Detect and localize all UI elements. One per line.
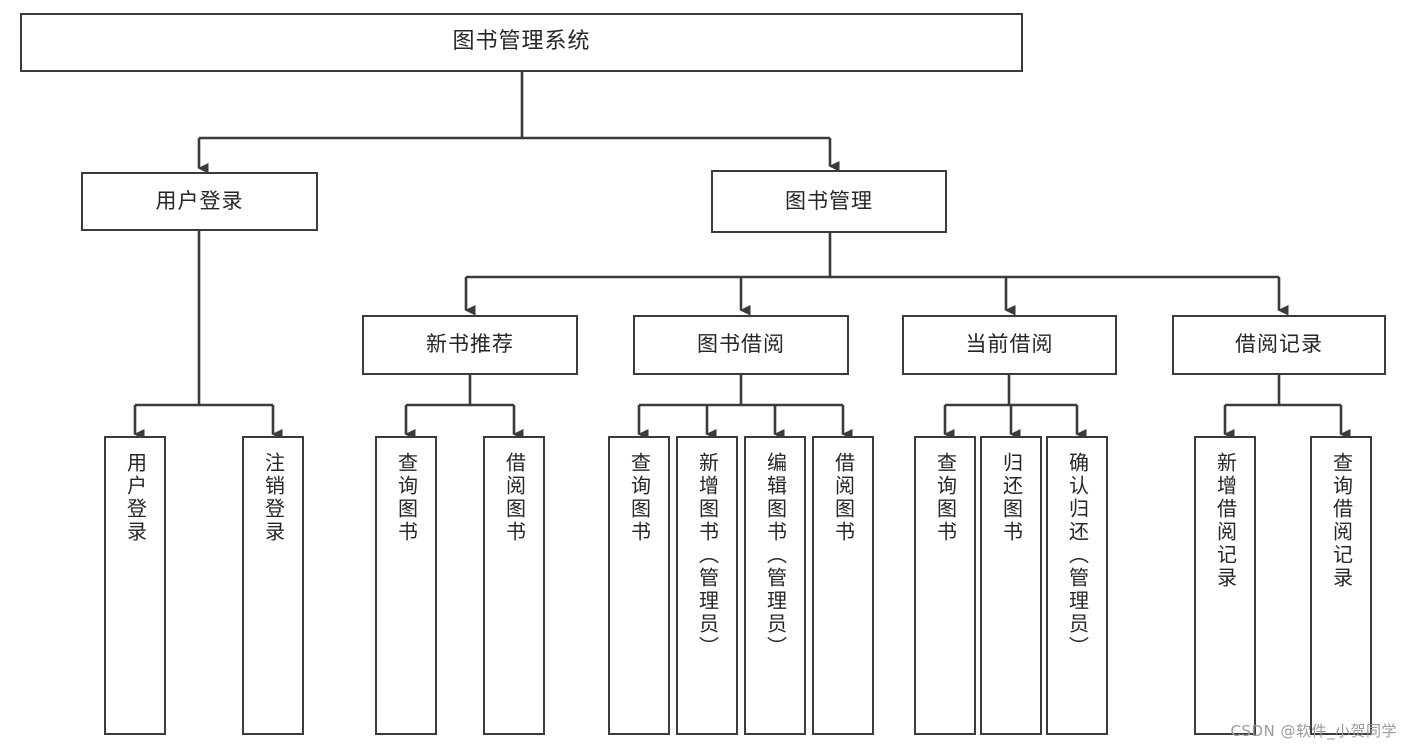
node-book-borrow[interactable]: 图书借阅	[633, 315, 849, 375]
leaf-book-borrow-edit[interactable]: 编辑图书（管理员）	[744, 436, 806, 735]
leaf-book-borrow-add[interactable]: 新增图书（管理员）	[676, 436, 738, 735]
leaf-user-login-signin[interactable]: 用户登录	[104, 436, 166, 735]
leaf-borrow-record-query[interactable]: 查询借阅记录	[1310, 436, 1372, 735]
node-label: 图书管理系统	[452, 29, 591, 55]
node-borrow-record[interactable]: 借阅记录	[1172, 315, 1386, 375]
leaf-current-borrow-return[interactable]: 归还图书	[980, 436, 1042, 735]
node-new-book-recommend[interactable]: 新书推荐	[362, 315, 578, 375]
leaf-user-login-signout[interactable]: 注销登录	[242, 436, 304, 735]
leaf-current-borrow-confirm-return[interactable]: 确认归还（管理员）	[1046, 436, 1108, 735]
leaf-book-borrow-lend[interactable]: 借阅图书	[812, 436, 874, 735]
node-label: 当前借阅	[965, 332, 1054, 357]
node-book-management[interactable]: 图书管理	[711, 170, 947, 233]
leaf-label: 新增借阅记录	[1213, 452, 1238, 590]
leaf-new-book-query[interactable]: 查询图书	[375, 436, 437, 735]
leaf-label: 查询图书	[627, 452, 652, 544]
leaf-label: 查询图书	[933, 452, 958, 544]
node-label: 图书管理	[785, 188, 873, 213]
leaf-label: 借阅图书	[502, 452, 527, 544]
node-label: 用户登录	[155, 188, 244, 213]
leaf-current-borrow-query[interactable]: 查询图书	[914, 436, 976, 735]
leaf-label: 查询图书	[394, 452, 419, 544]
node-label: 借阅记录	[1235, 332, 1323, 357]
leaf-book-borrow-query[interactable]: 查询图书	[608, 436, 670, 735]
node-label: 新书推荐	[426, 332, 514, 357]
node-user-login[interactable]: 用户登录	[81, 172, 318, 231]
leaf-label: 新增图书（管理员）	[695, 452, 720, 659]
leaf-label: 查询借阅记录	[1329, 452, 1354, 590]
leaf-label: 编辑图书（管理员）	[763, 452, 788, 659]
leaf-label: 用户登录	[123, 452, 148, 544]
leaf-label: 确认归还（管理员）	[1065, 452, 1090, 659]
watermark: CSDN @软件_小贺同学	[1230, 722, 1397, 740]
node-current-borrow[interactable]: 当前借阅	[902, 315, 1117, 375]
leaf-borrow-record-add[interactable]: 新增借阅记录	[1194, 436, 1256, 735]
node-root-system[interactable]: 图书管理系统	[20, 13, 1023, 72]
leaf-label: 注销登录	[261, 452, 286, 544]
leaf-label: 归还图书	[999, 452, 1024, 544]
leaf-new-book-borrow[interactable]: 借阅图书	[483, 436, 545, 735]
leaf-label: 借阅图书	[831, 452, 856, 544]
node-label: 图书借阅	[697, 332, 785, 357]
